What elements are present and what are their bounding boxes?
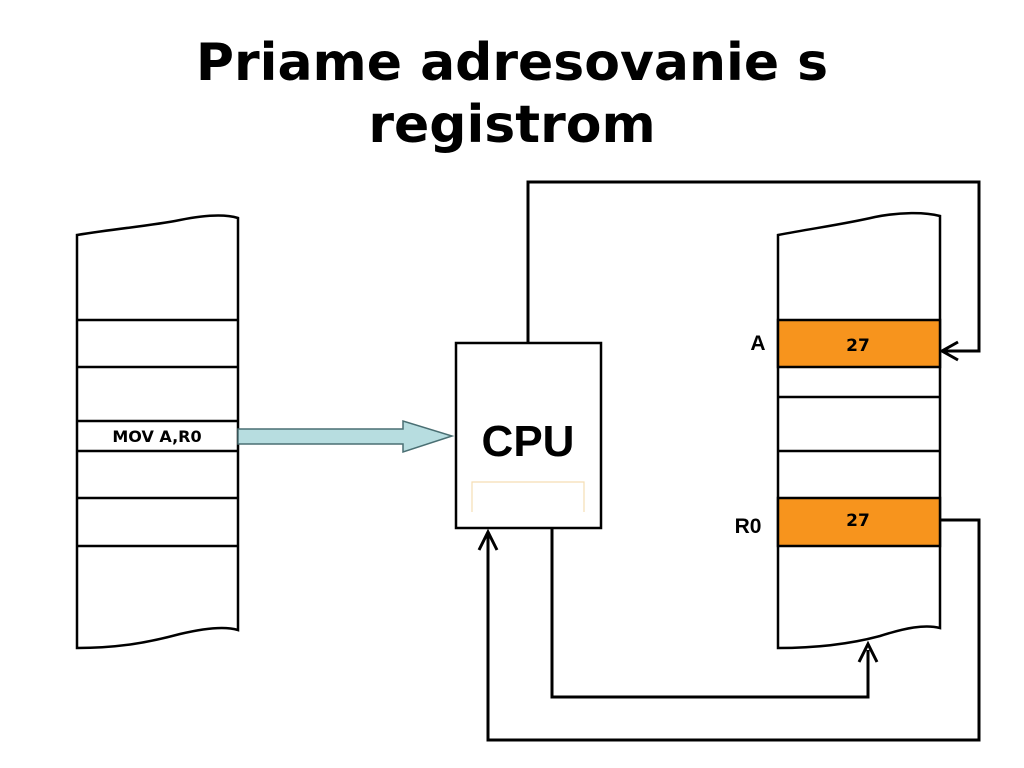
title-line-1: Priame adresovanie s xyxy=(195,33,829,93)
cpu-to-register-a-connector xyxy=(526,180,981,353)
cpu-to-memory-address-connector xyxy=(550,528,870,699)
data-memory-outline xyxy=(776,211,942,650)
register-r0-to-cpu-connector xyxy=(486,518,981,742)
instruction-fetch-arrow xyxy=(237,419,455,454)
register-a-cell xyxy=(776,318,942,369)
instruction-label: MOV A,R0 xyxy=(112,427,201,446)
cpu-box xyxy=(454,341,603,530)
register-r0-cell xyxy=(776,496,942,548)
register-a-name: A xyxy=(750,332,765,355)
cpu-label: CPU xyxy=(482,417,575,466)
register-r0-name: R0 xyxy=(735,515,762,538)
register-a-arrowhead xyxy=(938,340,959,362)
register-a-value: 27 xyxy=(846,336,870,356)
program-memory-outline xyxy=(75,214,240,650)
cpu-block: CPU xyxy=(454,341,603,530)
cpu-inner-placeholder xyxy=(471,481,585,512)
slide-title: Priame adresovanie s registrom xyxy=(0,32,1024,156)
data-memory: 27 27 A R0 xyxy=(735,211,942,650)
register-r0-value: 27 xyxy=(846,511,870,531)
memory-address-arrowhead xyxy=(857,640,879,663)
title-line-2: registrom xyxy=(368,95,656,155)
program-memory: MOV A,R0 xyxy=(75,214,240,650)
cpu-input-arrowhead xyxy=(477,528,499,551)
